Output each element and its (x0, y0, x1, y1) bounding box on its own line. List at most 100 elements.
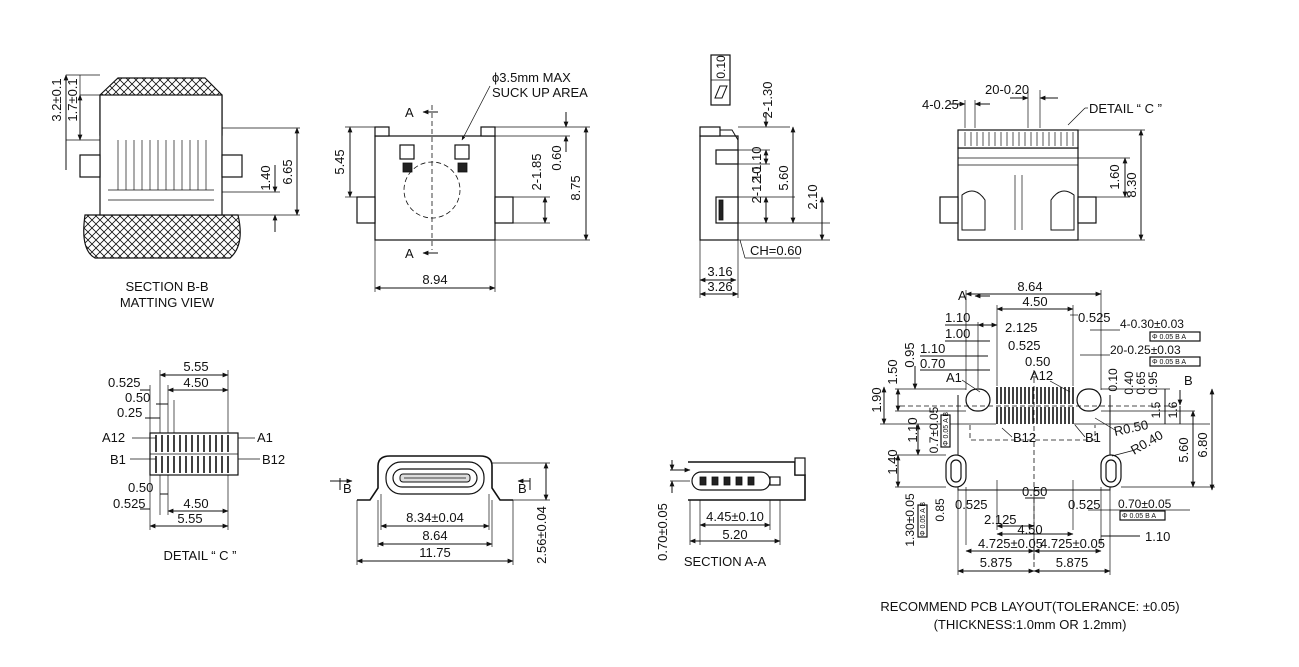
pcb-tol-tag-4: Φ 0.05 A B (920, 502, 927, 536)
detail-dim-4-50-top: 4.50 (183, 375, 208, 390)
pcb-dim-2-125-bottom: 2.125 (984, 512, 1017, 527)
pcb-dim-0-95-right: 0.95 (1146, 371, 1160, 395)
front-dim-8-75: 8.75 (568, 175, 583, 200)
pcb-pad-row-a (996, 387, 1074, 404)
pcb-dim-1-6: 1.6 (1166, 401, 1180, 418)
side-dim-2-1-30: 2-1.30 (760, 82, 775, 119)
detail-dim-4-50-bottom: 4.50 (183, 496, 208, 511)
front-body (374, 135, 496, 241)
section-aa-caption: SECTION A-A (684, 554, 767, 569)
side-dim-3-16: 3.16 (707, 264, 732, 279)
section-bb-caption: SECTION B-B (125, 279, 208, 294)
front-marker-a-top: A (405, 105, 414, 120)
left-tab (79, 154, 101, 178)
right-tab (221, 154, 243, 178)
dim-3-2: 3.2±0.1 (49, 78, 64, 121)
dim-1-40: 1.40 (258, 165, 273, 190)
flatness-value: 0.10 (714, 55, 728, 79)
pcb-dim-0-70-top: 0.70 (920, 356, 945, 371)
pcb-dim-1-40: 1.40 (885, 449, 900, 474)
front-dim-2-1-85: 2-1.85 (529, 154, 544, 191)
side-dim-2-10: 2.10 (805, 184, 820, 209)
pcb-pad-left-large (965, 388, 991, 412)
pcb-pin-b1: B1 (1085, 430, 1101, 445)
detail-pin-b1: B1 (110, 452, 126, 467)
pcb-dim-0-525-right: 0.525 (1078, 310, 1111, 325)
front-left-leg (356, 196, 376, 224)
bottom-marker-b-right: B (518, 481, 527, 496)
pcb-marker-a: A (958, 288, 967, 303)
pcb-dim-0-10: 0.10 (1106, 368, 1120, 392)
pcb-marker-b: B (1184, 373, 1193, 388)
side-dim-2-1-10-a: 2-1.10 (749, 147, 764, 184)
detail-dim-5-55-top: 5.55 (183, 359, 208, 374)
section-aa-view: 0.70±0.05 4.45±0.10 5.20 SECTION A-A (655, 457, 806, 569)
detail-c-view: 5.55 0.525 4.50 0.50 0.25 A12 A1 B1 B12 … (102, 359, 285, 563)
pcb-dim-4-0-30: 4-0.30±0.03 (1120, 317, 1184, 331)
pcb-tol-tag-5: Φ 0.05 B A (1122, 513, 1156, 520)
pcb-dim-4-50: 4.50 (1022, 294, 1047, 309)
front-right-leg (494, 196, 514, 224)
pcb-dim-1-30: 1.30±0.05 (903, 493, 917, 547)
side-dim-ch: CH=0.60 (750, 243, 802, 258)
back-view: 4-0.25 20-0.20 DETAIL “ C ” 1.60 8.30 (922, 82, 1162, 241)
detail-c-caption: DETAIL “ C ” (164, 548, 237, 563)
back-dim-20-0-20: 20-0.20 (985, 82, 1029, 97)
back-body (957, 147, 1079, 241)
front-left-ear (374, 126, 390, 137)
bottom-dim-8-34: 8.34±0.04 (406, 510, 464, 525)
pcb-dim-4-50-bottom: 4.50 (1017, 522, 1042, 537)
front-dim-0-60: 0.60 (549, 145, 564, 170)
pcb-dim-6-80: 6.80 (1195, 432, 1210, 457)
pcb-caption-2: (THICKNESS:1.0mm OR 1.2mm) (934, 617, 1127, 632)
pcb-dim-2-125-top: 2.125 (1005, 320, 1038, 335)
detail-dim-0-25-top: 0.25 (117, 405, 142, 420)
bottom-dim-11-75: 11.75 (419, 545, 451, 560)
detail-dim-0-525-top: 0.525 (108, 375, 141, 390)
dim-6-65: 6.65 (280, 159, 295, 184)
bottom-dim-8-64: 8.64 (422, 528, 447, 543)
pcb-tol-tag-2: Φ 0.05 B A (1152, 359, 1186, 366)
front-marker-a-bottom: A (405, 246, 414, 261)
pcb-pin-a12: A12 (1030, 368, 1053, 383)
pcb-dim-1-50: 1.50 (885, 359, 900, 384)
housing-outline (99, 94, 223, 216)
front-dim-8-94: 8.94 (422, 272, 447, 287)
pcb-dim-1-10-mid: 1.10 (920, 341, 945, 356)
dim-1-7: 1.7±0.1 (65, 78, 80, 121)
back-detail-c-label: DETAIL “ C ” (1089, 101, 1162, 116)
side-view: 0.10 2-1.30 2-1.10 5.60 2-1.10 2.10 CH=0… (699, 54, 830, 298)
section-aa-dim-5-20: 5.20 (722, 527, 747, 542)
pcb-dim-1-00: 1.00 (945, 326, 970, 341)
pcb-dim-20-0-25: 20-0.25±0.03 (1110, 343, 1181, 357)
side-dim-2-1-10-b: 2-1.10 (749, 167, 764, 204)
bottom-dim-2-56: 2.56±0.04 (534, 506, 549, 564)
side-dim-5-60: 5.60 (776, 165, 791, 190)
pcb-dim-1-10-top: 1.10 (945, 310, 970, 325)
detail-dim-0-50-bottom: 0.50 (128, 480, 153, 495)
front-view: A A ϕ3.5mm MAX SUCK UP AREA 5.45 2-1.85 … (332, 70, 590, 292)
pcb-dim-0-40: 0.40 (1122, 371, 1136, 395)
front-right-ear (480, 126, 496, 137)
detail-dim-0-50-top: 0.50 (125, 390, 150, 405)
suck-up-note-2: SUCK UP AREA (492, 85, 588, 100)
pcb-dim-5-875-left: 5.875 (980, 555, 1013, 570)
pcb-dim-5-60: 5.60 (1176, 437, 1191, 462)
pcb-dim-1-90: 1.90 (869, 387, 884, 412)
pcb-dim-0-50-top: 0.50 (1025, 354, 1050, 369)
pcb-dim-0-525-bottom-right: 0.525 (1068, 497, 1101, 512)
suck-up-note-1: ϕ3.5mm MAX (492, 70, 571, 85)
side-dim-3-26: 3.26 (707, 279, 732, 294)
back-dim-8-30: 8.30 (1124, 172, 1139, 197)
pcb-dim-5-875-right: 5.875 (1056, 555, 1089, 570)
bottom-view: B B 8.34±0.04 8.64 11.75 2.56±0.04 (330, 455, 550, 565)
pcb-dim-4-725-left: 4.725±0.05 (978, 536, 1043, 551)
pcb-dim-0-70-bottom: 0.70±0.05 (1118, 497, 1172, 511)
pcb-pad-row-b (996, 407, 1074, 424)
pcb-dim-1-10-left: 1.10 (905, 417, 920, 442)
pcb-dim-4-725-right: 4.725±0.05 (1040, 536, 1105, 551)
detail-pin-b12: B12 (262, 452, 285, 467)
pcb-tol-tag-1: Φ 0.05 B A (1152, 334, 1186, 341)
pcb-tol-tag-3: Φ 0.05 A B (943, 412, 950, 446)
